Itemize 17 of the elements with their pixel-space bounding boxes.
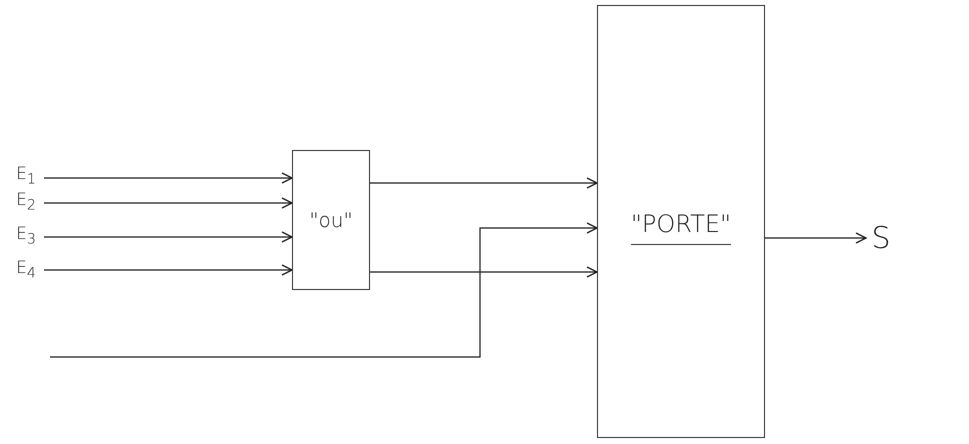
box-label: "PORTE": [630, 210, 732, 245]
arrow: [50, 222, 598, 358]
or-gate-box: [292, 150, 370, 290]
signal-label: S: [871, 220, 891, 256]
box-label: "ou": [309, 208, 353, 232]
arrow: [765, 232, 867, 244]
arrow: [370, 266, 598, 278]
arrow: [44, 231, 293, 243]
arrow: [44, 172, 293, 184]
signal-label: E$_{4}$: [16, 258, 36, 282]
arrow: [370, 177, 598, 189]
arrow: [44, 264, 293, 276]
arrow: [44, 197, 293, 209]
gate-box: [597, 5, 765, 438]
signal-label: E$_{3}$: [16, 224, 36, 248]
signal-label: E$_{2}$: [16, 190, 36, 214]
signal-label: E$_{1}$: [16, 164, 36, 188]
